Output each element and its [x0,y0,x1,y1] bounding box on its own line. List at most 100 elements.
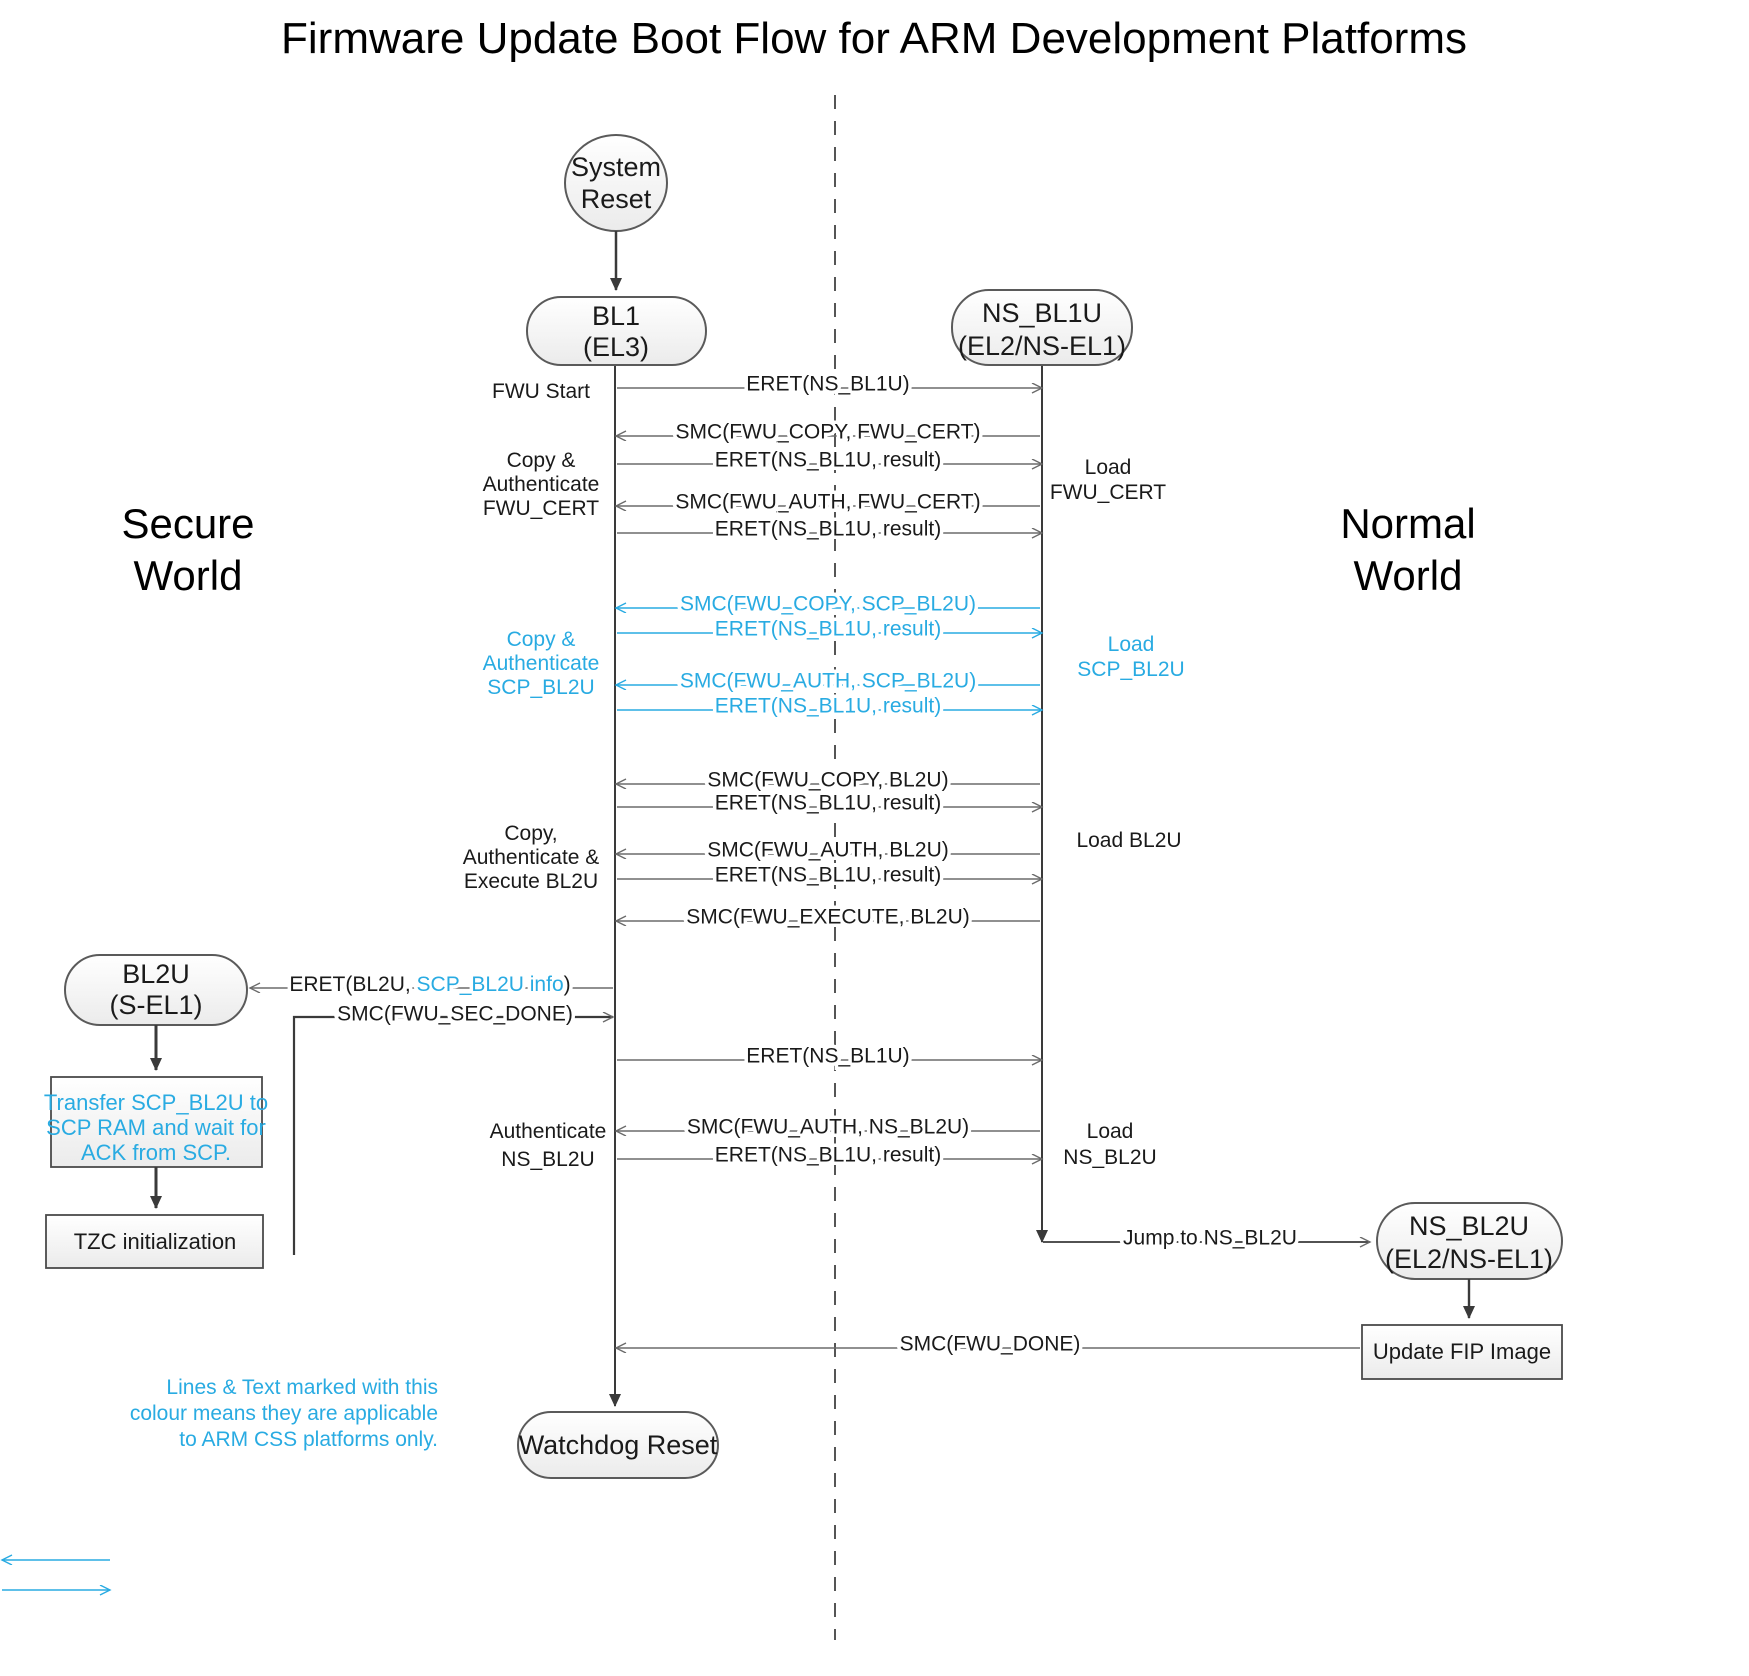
message-m5-label: ERET(NS_BL1U, result) [715,518,941,541]
node-watchdog-reset-label: Watchdog Reset [519,1430,718,1460]
message-m12: SMC(FWU_AUTH, BL2U) [616,835,1040,865]
message-m15: SMC(FWU_SEC_DONE) [292,999,613,1255]
annotation-a2-line1: Copy & [507,449,576,472]
node-system-reset-line1: System [571,152,661,182]
message-m17-label: SMC(FWU_AUTH, NS_BL2U) [687,1116,969,1139]
annotation-r1-line1: Load [1085,456,1132,479]
message-m13-label: ERET(NS_BL1U, result) [715,864,941,887]
annotation-a5-line1: Authenticate [490,1120,607,1143]
node-bl1-line2: (EL3) [583,332,649,362]
node-ns-bl1u-line1: NS_BL1U [982,298,1102,328]
message-m3-label: ERET(NS_BL1U, result) [715,449,941,472]
annotation-a2: Copy & Authenticate FWU_CERT [483,449,600,520]
annotation-a1: FWU Start [492,380,590,403]
message-m4-label: SMC(FWU_AUTH, FWU_CERT) [675,491,980,514]
secure-world-label: Secure World [121,500,254,599]
message-m8-label: SMC(FWU_AUTH, SCP_BL2U) [680,670,976,693]
node-bl2u-line1: BL2U [122,959,190,989]
node-ns-bl2u-line2: (EL2/NS-EL1) [1385,1244,1553,1274]
annotation-r4-line1: Load [1087,1120,1134,1143]
annotation-r3-line1: Load BL2U [1076,829,1181,852]
annotation-r4: Load NS_BL2U [1063,1120,1156,1169]
message-m14-label: SMC(FWU_EXECUTE, BL2U) [686,906,970,929]
message-m7: ERET(NS_BL1U, result) [617,614,1042,644]
message-m11: ERET(NS_BL1U, result) [617,788,1042,818]
message-m20: SMC(FWU_DONE) [616,1329,1360,1359]
message-m9: ERET(NS_BL1U, result) [617,691,1042,721]
node-ns-bl1u[interactable]: NS_BL1U (EL2/NS-EL1) [951,289,1133,366]
node-bl2u[interactable]: BL2U (S-EL1) [64,954,248,1026]
message-m13: ERET(NS_BL1U, result) [617,860,1042,890]
annotation-a5: Authenticate NS_BL2U [490,1120,607,1171]
message-m10: SMC(FWU_COPY, BL2U) [616,765,1040,795]
message-m1-label: ERET(NS_BL1U) [746,373,909,396]
message-m5: ERET(NS_BL1U, result) [617,514,1042,544]
message-m16-label: ERET(NS_BL1U) [746,1045,909,1068]
node-tzc-init[interactable]: TZC initialization [45,1214,264,1269]
secure-world-line2: World [134,552,243,599]
message-m18-label: ERET(NS_BL1U, result) [715,1144,941,1167]
message-m18: ERET(NS_BL1U, result) [617,1140,1042,1170]
node-watchdog-reset[interactable]: Watchdog Reset [517,1411,719,1479]
legend-line1: Lines & Text marked with this [166,1376,438,1399]
message-m14: SMC(FWU_EXECUTE, BL2U) [616,902,1040,932]
message-m3: ERET(NS_BL1U, result) [617,445,1042,475]
annotation-r1-line2: FWU_CERT [1050,481,1166,504]
node-tzc-init-label: TZC initialization [74,1229,237,1254]
message-m2-label: SMC(FWU_COPY, FWU_CERT) [676,421,981,444]
node-transfer-scp-line2: SCP RAM and wait for [46,1115,266,1140]
message-m10-label: SMC(FWU_COPY, BL2U) [707,769,948,792]
legend-arrows [2,1560,110,1590]
annotation-r1: Load FWU_CERT [1050,456,1166,504]
annotation-a3-line3: SCP_BL2U [487,676,594,699]
node-update-fip[interactable]: Update FIP Image [1361,1324,1563,1380]
message-m11-label: ERET(NS_BL1U, result) [715,792,941,815]
message-eret-bl2u: ERET(BL2U, SCP_BL2U info) [250,969,613,999]
message-m2: SMC(FWU_COPY, FWU_CERT) [616,417,1040,447]
message-m6-label: SMC(FWU_COPY, SCP_BL2U) [680,593,976,616]
message-m1: ERET(NS_BL1U) [617,369,1042,399]
annotation-a3: Copy & Authenticate SCP_BL2U [483,628,600,699]
annotation-a5-line2: NS_BL2U [501,1148,594,1171]
node-ns-bl2u[interactable]: NS_BL2U (EL2/NS-EL1) [1376,1202,1563,1280]
message-m8: SMC(FWU_AUTH, SCP_BL2U) [616,666,1040,696]
annotation-a4: Copy, Authenticate & Execute BL2U [463,822,600,893]
annotation-a4-line2: Authenticate & [463,846,600,869]
message-m12-label: SMC(FWU_AUTH, BL2U) [707,839,949,862]
annotation-a3-line2: Authenticate [483,652,600,675]
node-system-reset-line2: Reset [581,184,652,214]
message-m19-label: Jump to NS_BL2U [1123,1227,1297,1250]
annotation-r2-line2: SCP_BL2U [1077,658,1184,681]
message-eret-bl2u-label: ERET(BL2U, SCP_BL2U info) [289,973,570,996]
annotation-r2-line1: Load [1108,633,1155,656]
message-m6: SMC(FWU_COPY, SCP_BL2U) [616,589,1040,619]
normal-world-line1: Normal [1340,500,1475,547]
node-ns-bl2u-line1: NS_BL2U [1409,1211,1529,1241]
annotation-r3: Load BL2U [1076,829,1181,852]
legend-line2: colour means they are applicable [130,1402,438,1425]
secure-world-line1: Secure [121,500,254,547]
node-transfer-scp[interactable]: Transfer SCP_BL2U to SCP RAM and wait fo… [44,1076,268,1168]
node-system-reset[interactable]: System Reset [564,134,668,232]
node-transfer-scp-line3: ACK from SCP. [81,1140,231,1165]
message-m19: Jump to NS_BL2U [1043,1223,1370,1253]
annotation-a4-line1: Copy, [504,822,557,845]
message-m9-label: ERET(NS_BL1U, result) [715,695,941,718]
node-bl1-line1: BL1 [592,301,640,331]
annotation-r2: Load SCP_BL2U [1077,633,1184,681]
eret-bl2u-cyan-part: SCP_BL2U info [417,973,564,996]
eret-bl2u-prefix: ERET(BL2U, [289,973,416,996]
message-m20-label: SMC(FWU_DONE) [900,1333,1081,1356]
normal-world-line2: World [1354,552,1463,599]
node-bl2u-line2: (S-EL1) [109,990,202,1020]
page-title: Firmware Update Boot Flow for ARM Develo… [281,14,1467,63]
message-m17: SMC(FWU_AUTH, NS_BL2U) [616,1112,1040,1142]
node-bl1[interactable]: BL1 (EL3) [526,296,707,366]
normal-world-label: Normal World [1340,500,1475,599]
message-m15-label: SMC(FWU_SEC_DONE) [337,1003,573,1026]
annotation-a2-line3: FWU_CERT [483,497,599,520]
legend-line3: to ARM CSS platforms only. [179,1428,438,1451]
node-update-fip-label: Update FIP Image [1373,1339,1551,1364]
